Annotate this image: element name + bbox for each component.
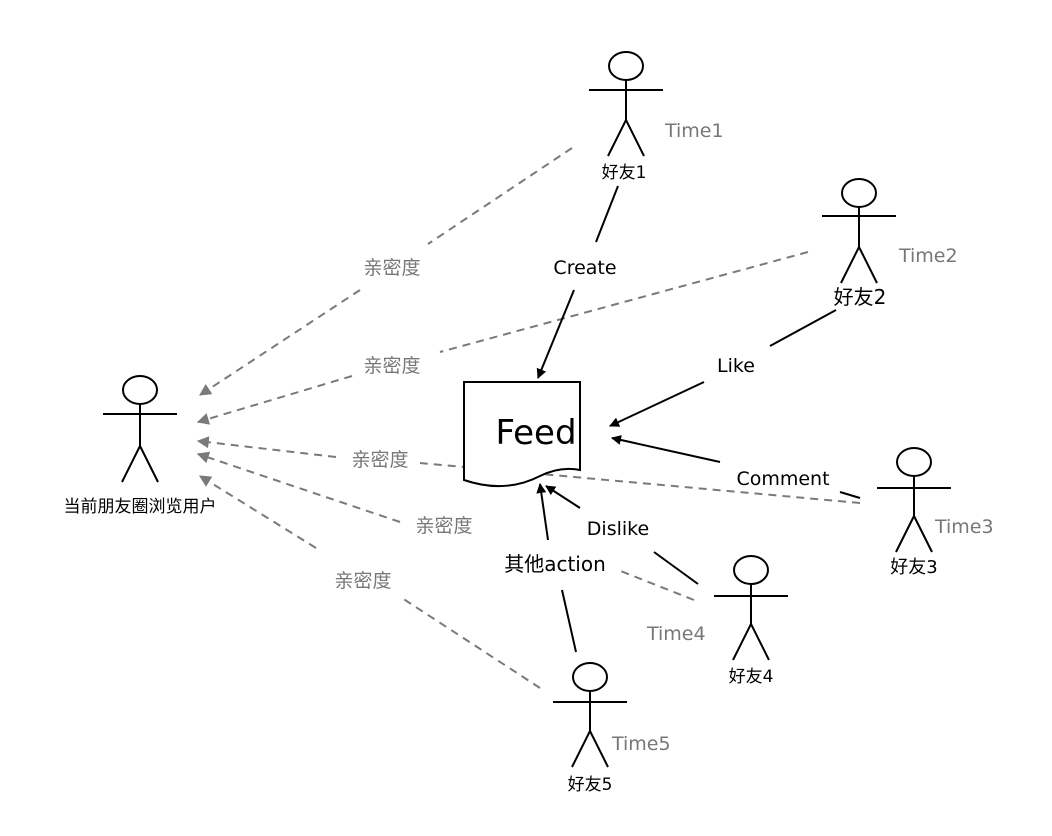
action-create-label: Create [553,257,616,279]
actor-leg-right [625,119,645,157]
affinity-label-2: 亲密度 [363,355,420,377]
friend-2-actor: 好友2 [822,178,896,309]
action-dislike-label: Dislike [587,518,649,540]
feed-label: Feed [495,413,576,453]
action-comment-label: Comment [736,468,829,490]
other-action-arrow [536,483,549,541]
action-labels: Create Like Comment Dislike 其他action [504,257,829,576]
actor-head [841,178,877,208]
create-arrow-top [595,185,619,243]
friend-1-actor: 好友1 [589,51,663,183]
time-3-label: Time3 [934,516,994,538]
time-1-label: Time1 [664,120,724,142]
affinity-arrow-2 [439,251,809,353]
affinity-arrow-3b [196,436,337,458]
actor-head [572,662,608,692]
actor-head [733,555,769,585]
affinity-labels: 亲密度 亲密度 亲密度 亲密度 亲密度 [334,257,472,592]
create-arrow [536,289,575,379]
affinity-arrow-2b [196,375,353,425]
actor-leg-right [589,730,609,768]
viewer-label: 当前朋友圈浏览用户 [64,497,217,517]
friend-3-label: 好友3 [890,557,937,578]
actor-leg-right [139,445,159,483]
affinity-arrow-5b [198,475,317,549]
friend-5-actor: 好友5 [553,662,627,795]
actor-leg-left [732,623,752,661]
affinity-arrows [196,147,861,689]
document-shape [463,381,581,488]
action-other-label: 其他action [504,552,606,576]
time-5-label: Time5 [611,733,671,755]
actor-head [122,375,158,405]
affinity-label-3: 亲密度 [351,449,408,471]
affinity-label-1: 亲密度 [363,257,420,279]
actor-leg-left [121,445,141,483]
affinity-arrow-4 [617,569,695,601]
actor-leg-left [840,246,860,284]
comment-arrow-top [839,491,861,499]
comment-arrow [611,435,721,463]
time-4-label: Time4 [646,623,706,645]
actor-leg-right [750,623,770,661]
actor-leg-right [913,515,933,553]
friend-5-label: 好友5 [568,775,613,795]
friend-4-label: 好友4 [729,667,774,687]
affinity-arrow-1b [198,289,361,396]
like-arrow [609,381,705,427]
actor-leg-left [607,119,627,157]
time-labels: Time1 Time2 Time3 Time4 Time5 [611,120,994,755]
friend-4-actor: 好友4 [714,555,788,687]
action-arrows [536,185,861,653]
affinity-arrow-5 [401,597,541,689]
affinity-arrow-1 [427,147,573,245]
actor-leg-left [571,730,591,768]
dislike-arrow [545,485,581,509]
viewer-actor: 当前朋友圈浏览用户 [64,375,217,517]
other-action-arrow-top [561,589,577,653]
time-2-label: Time2 [898,245,958,267]
affinity-label-5: 亲密度 [334,570,391,592]
friend-2-label: 好友2 [834,285,887,309]
actor-head [608,51,644,81]
action-like-label: Like [717,355,755,377]
like-arrow-top [769,309,837,347]
dislike-arrow-top [653,551,699,585]
affinity-label-4: 亲密度 [415,515,472,537]
actor-leg-right [858,246,878,284]
feed-node: Feed [463,381,581,488]
friend-1-label: 好友1 [602,163,647,183]
friend-3-actor: 好友3 [877,447,951,578]
actor-head [896,447,932,477]
actor-leg-left [895,515,915,553]
affinity-arrow-4b [196,451,401,523]
